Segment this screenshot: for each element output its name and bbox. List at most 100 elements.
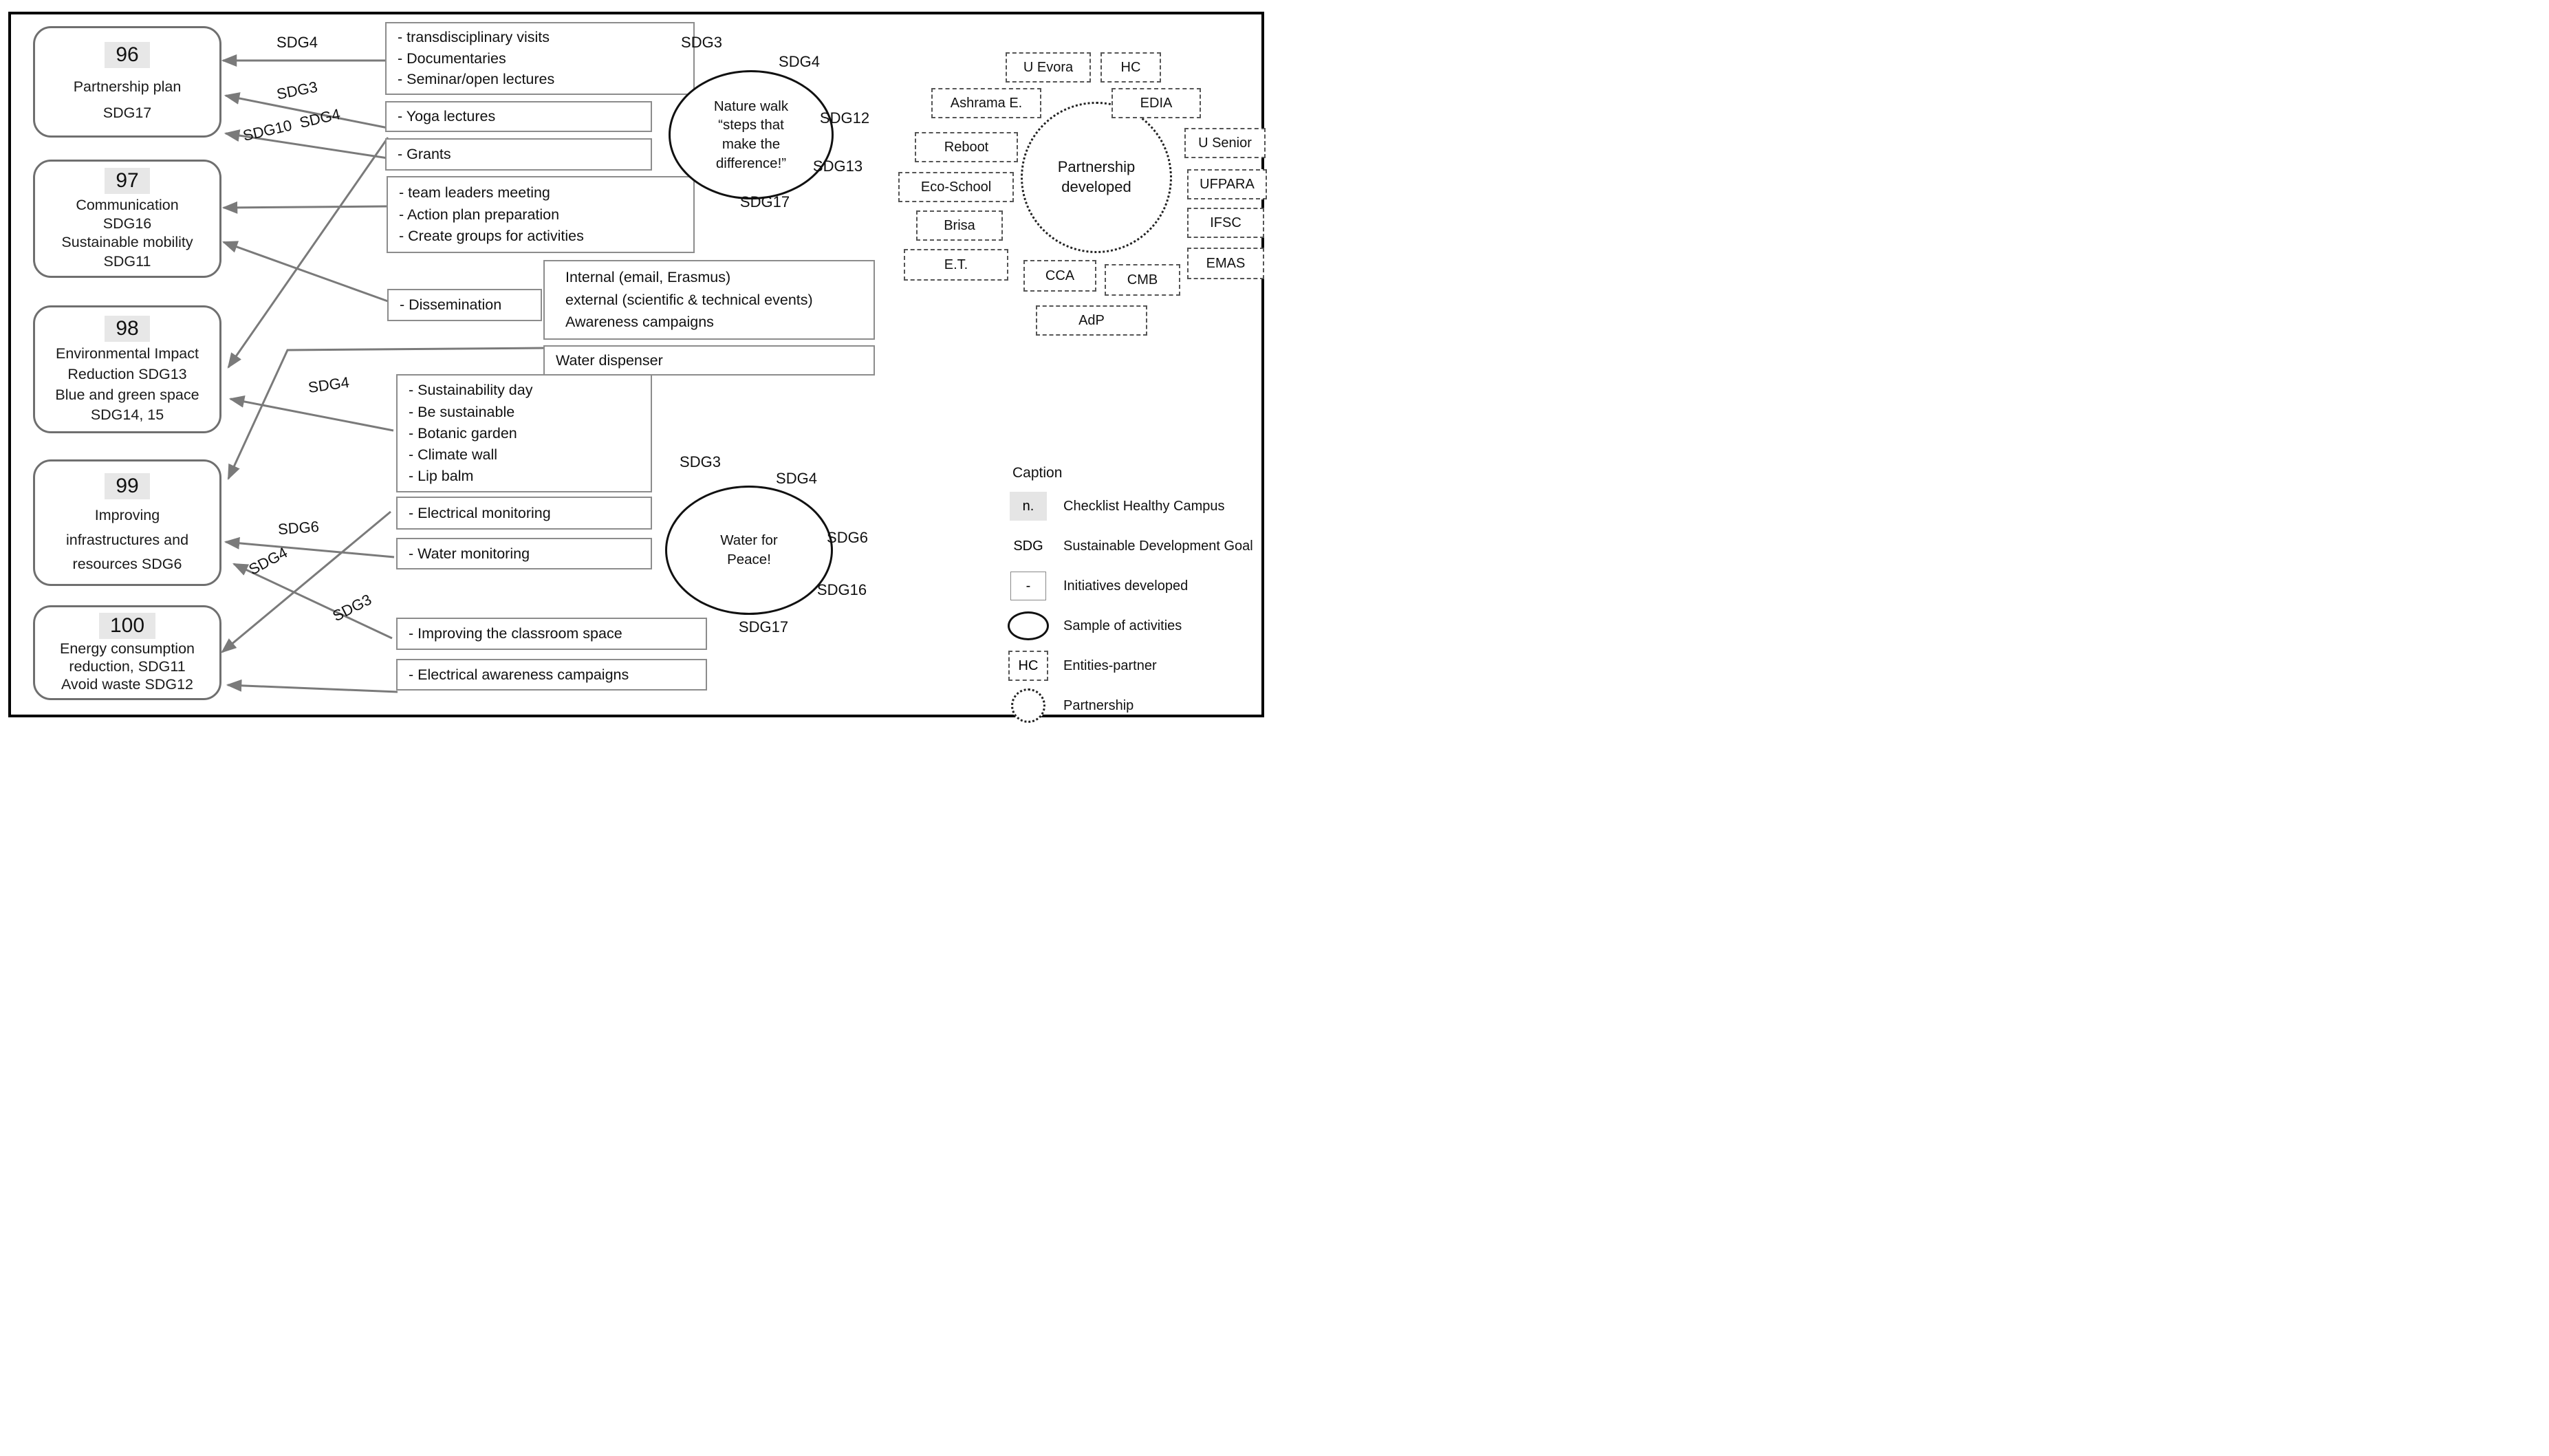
checklist-number-badge: 100 <box>98 612 156 639</box>
checklist-box-text: Reduction SDG13 <box>67 365 187 382</box>
caption-symbol-text: SDG <box>1013 538 1043 554</box>
connector-sdg-label: SDG4 <box>276 34 318 51</box>
checklist-number-badge: 97 <box>105 168 150 195</box>
connector-arrow <box>232 563 393 640</box>
initiative-text: - Documentaries <box>398 50 506 67</box>
initiative-box: - Electrical awareness campaigns <box>396 659 707 691</box>
entity-box-reboot: Reboot <box>915 132 1018 162</box>
checklist-number-badge: 99 <box>105 473 150 500</box>
activity-text: “steps that <box>718 117 784 133</box>
initiative-text: - Water monitoring <box>409 545 530 562</box>
checklist-box-text: Energy consumption <box>60 640 195 657</box>
checklist-number-badge: 96 <box>105 42 150 69</box>
initiative-box: - Electrical monitoring <box>396 497 652 530</box>
initiative-box: Water dispenser <box>543 345 875 376</box>
sdg-tag: SDG16 <box>816 581 867 598</box>
checklist-box-text: reduction, SDG11 <box>69 658 186 675</box>
checklist-box-text: SDG14, 15 <box>90 406 164 424</box>
entity-box-emas: EMAS <box>1187 248 1264 279</box>
initiative-text: - Botanic garden <box>409 424 517 442</box>
sdg-tag: SDG17 <box>739 193 790 210</box>
entity-box-brisa: Brisa <box>916 210 1003 241</box>
activity-text: Peace! <box>727 552 771 567</box>
entity-box-ufpara: UFPARA <box>1187 169 1267 199</box>
caption-row-label: Partnership <box>1063 697 1134 713</box>
entity-box-edia: EDIA <box>1111 88 1201 118</box>
initiative-box: - Grants <box>385 138 652 171</box>
initiative-text: - Lip balm <box>409 467 474 484</box>
initiative-box: - transdisciplinary visits - Documentarie… <box>385 22 695 95</box>
caption-symbol-dottedcircle <box>1011 688 1045 723</box>
caption-row: SDG Sustainable Development Goal <box>999 531 1260 561</box>
checklist-box-text: Avoid waste SDG12 <box>61 675 193 693</box>
connector-arrow <box>224 92 389 129</box>
connector-arrow <box>227 137 389 369</box>
activity-text: Water for <box>720 532 778 549</box>
connector-sdg-label: SDG6 <box>277 517 320 539</box>
initiative-text: Internal (email, Erasmus) <box>565 268 731 285</box>
partnership-text: Partnership <box>1057 158 1136 176</box>
connector-arrow <box>224 129 389 160</box>
initiative-box: Internal (email, Erasmus) external (scien… <box>543 260 875 340</box>
checklist-number-badge: 98 <box>105 315 150 342</box>
caption-symbol-nbox: n. <box>1010 492 1047 521</box>
sdg-tag: SDG4 <box>779 53 820 70</box>
checklist-box-text: Communication <box>76 196 179 213</box>
initiative-text: - Seminar/open lectures <box>398 70 555 87</box>
caption-row-label: Entities-partner <box>1063 658 1157 673</box>
diagram-frame <box>8 12 1264 717</box>
checklist-box-text: SDG16 <box>102 215 152 232</box>
initiative-text: - Climate wall <box>409 446 498 463</box>
caption-row: Partnership <box>999 688 1260 723</box>
caption-row: -Initiatives developed <box>999 571 1260 601</box>
initiative-text: - Create groups for activities <box>399 228 584 245</box>
sdg-tag: SDG4 <box>776 470 817 487</box>
caption-row: n.Checklist Healthy Campus <box>999 491 1260 521</box>
caption-symbol-plainbox: - <box>1010 572 1046 600</box>
connector-arrow <box>221 510 391 653</box>
entity-box-cca: CCA <box>1023 260 1096 292</box>
entity-box-u-evora: U Evora <box>1006 52 1091 83</box>
sdg-tag: SDG12 <box>819 109 870 127</box>
initiative-text: - Grants <box>398 146 451 163</box>
initiative-text: - team leaders meeting <box>399 184 550 201</box>
activity-text: difference!” <box>715 155 787 171</box>
entity-box-ashrama-e-: Ashrama E. <box>931 88 1041 118</box>
entity-box-eco-school: Eco-School <box>898 172 1014 202</box>
sdg-tag: SDG17 <box>738 618 789 635</box>
initiative-text: - Improving the classroom space <box>409 625 622 642</box>
sdg-tag: SDG13 <box>812 157 863 175</box>
checklist-box-text: Improving <box>94 507 160 524</box>
connector-arrow <box>228 395 394 432</box>
connector-lines-layer <box>221 54 544 693</box>
initiative-text: - Action plan preparation <box>399 206 560 223</box>
caption-row-label: Sustainable Development Goal <box>1063 538 1253 554</box>
initiative-text: Water dispenser <box>556 351 663 369</box>
connector-arrow <box>221 201 387 214</box>
initiative-text: - Electrical awareness campaigns <box>409 666 629 683</box>
caption-symbol-ellipse <box>1008 611 1049 640</box>
entity-box-hc: HC <box>1100 52 1161 83</box>
initiative-text: external (scientific & technical events) <box>565 291 813 308</box>
entity-box-ifsc: IFSC <box>1187 208 1264 238</box>
activity-text: Nature walk <box>713 98 789 114</box>
entity-box-u-senior: U Senior <box>1184 128 1266 158</box>
checklist-box-text: Partnership plan <box>73 78 182 95</box>
initiative-text: - transdisciplinary visits <box>398 29 550 46</box>
partnership-text: developed <box>1061 178 1131 195</box>
checklist-box-text: Environmental Impact <box>56 345 199 362</box>
caption-row: Sample of activities <box>999 611 1260 641</box>
initiative-text: - Yoga lectures <box>398 108 496 125</box>
entity-box-adp: AdP <box>1036 305 1147 336</box>
initiative-text: Awareness campaigns <box>565 314 714 331</box>
initiative-box: - team leaders meeting - Action plan prep… <box>387 176 695 253</box>
checklist-box-text: Blue and green space <box>55 386 199 403</box>
